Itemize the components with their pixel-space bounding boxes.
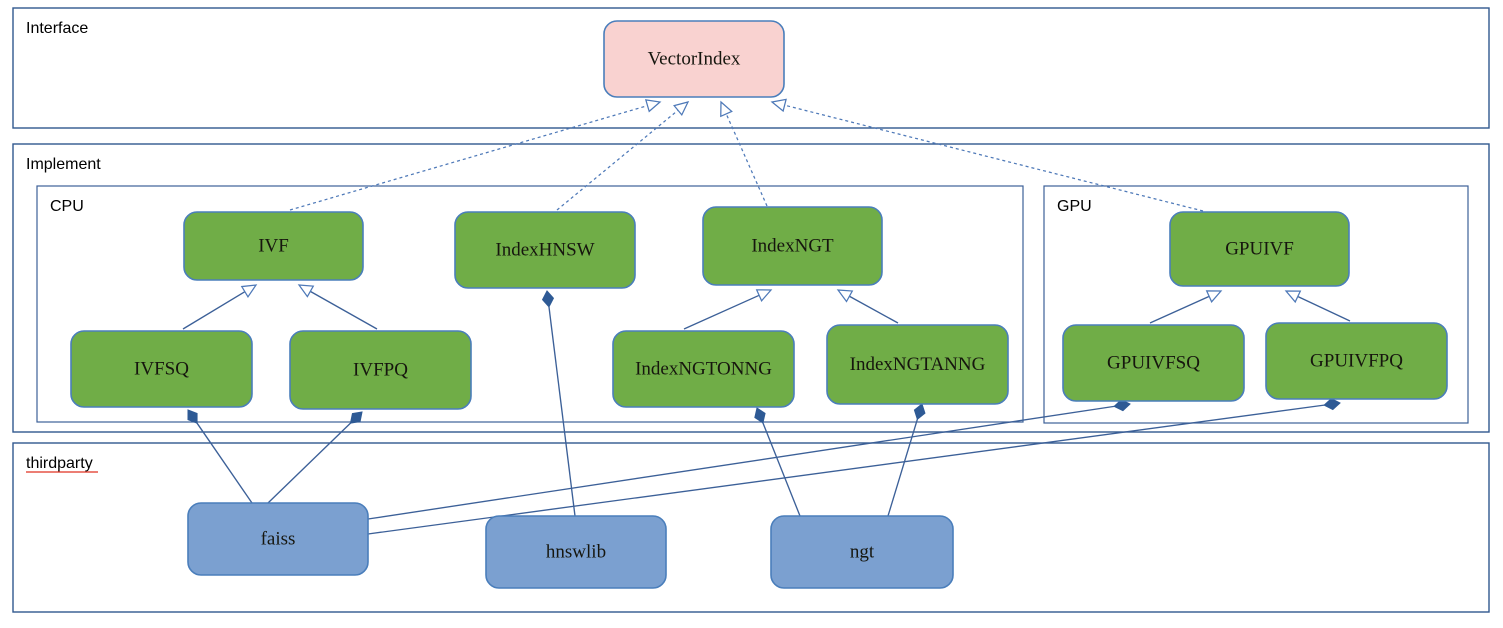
edge-indexhnsw-to-vectorindex — [556, 101, 690, 211]
composition-diamond — [541, 290, 555, 308]
node-box-indexngt[interactable] — [702, 206, 883, 286]
composition-diamond — [187, 409, 198, 424]
edge-faiss-to-gpuivfpq — [367, 398, 1341, 535]
edge-line-e-ivfsq-ivf — [182, 291, 246, 330]
edge-ivfpq-to-ivf — [297, 284, 378, 330]
node-label-hnswlib: hnswlib — [546, 541, 606, 562]
node-label-faiss: faiss — [261, 528, 296, 549]
node-vectorindex[interactable]: VectorIndex — [603, 20, 785, 98]
node-indexngtanng[interactable]: IndexNGTANNG — [826, 324, 1009, 405]
node-box-hnswlib[interactable] — [485, 515, 667, 589]
edge-hnswlib-to-indexhnsw — [541, 290, 576, 517]
node-ivf[interactable]: IVF — [183, 211, 364, 281]
node-box-ivfsq[interactable] — [70, 330, 253, 408]
inheritance-arrowhead — [770, 98, 787, 113]
edge-line-e-faiss-ivfsq — [196, 422, 253, 504]
node-label-ivfpq: IVFPQ — [353, 359, 408, 380]
edge-ivfsq-to-ivf — [182, 284, 258, 330]
inheritance-arrowhead — [1205, 290, 1223, 303]
edge-line-e-onng-ngt — [683, 294, 760, 330]
node-ngt[interactable]: ngt — [770, 515, 954, 589]
edges-layer — [182, 98, 1351, 535]
node-indexngt[interactable]: IndexNGT — [702, 206, 883, 286]
group-label-cpu: CPU — [50, 198, 84, 215]
edge-line-e-faiss-gsq — [367, 405, 1115, 520]
node-box-gpuivfsq[interactable] — [1062, 324, 1245, 402]
edge-gpuivfpq-to-gpuivf — [1284, 290, 1351, 322]
edge-gpuivf-to-vectorindex — [770, 98, 1204, 212]
edge-line-e-ngt-anng — [887, 419, 918, 517]
node-indexngtonng[interactable]: IndexNGTONNG — [612, 330, 795, 408]
inheritance-arrowhead — [720, 100, 733, 118]
edge-line-e-gsq-gpuivf — [1149, 295, 1210, 324]
edge-line-e-ivfpq-ivf — [309, 290, 378, 330]
node-label-gpuivfsq: GPUIVFSQ — [1107, 352, 1200, 373]
composition-diamond — [1323, 398, 1341, 411]
node-gpuivfsq[interactable]: GPUIVFSQ — [1062, 324, 1245, 402]
node-faiss[interactable]: faiss — [187, 502, 369, 576]
node-label-ivfsq: IVFSQ — [134, 358, 189, 379]
node-gpuivf[interactable]: GPUIVF — [1169, 211, 1350, 287]
edge-faiss-to-ivfsq — [187, 409, 253, 504]
node-box-gpuivfpq[interactable] — [1265, 322, 1448, 400]
node-label-indexngtanng: IndexNGTANNG — [850, 354, 986, 375]
edge-indexngtanng-to-indexngt — [836, 289, 899, 324]
node-box-gpuivf[interactable] — [1169, 211, 1350, 287]
inheritance-arrowhead — [755, 289, 773, 302]
edge-line-e-faiss-gpq — [367, 404, 1325, 535]
edge-ivf-to-vectorindex — [289, 99, 662, 211]
edge-line-e-hnsw-vi — [556, 109, 679, 211]
node-box-ivf[interactable] — [183, 211, 364, 281]
node-ivfpq[interactable]: IVFPQ — [289, 330, 472, 410]
node-indexhnsw[interactable]: IndexHNSW — [454, 211, 636, 289]
edge-ngt-to-indexngtanng — [887, 403, 926, 517]
inheritance-arrowhead — [240, 284, 258, 299]
edge-line-e-anng-ngt — [849, 295, 899, 324]
node-gpuivfpq[interactable]: GPUIVFPQ — [1265, 322, 1448, 400]
edge-ngt-to-indexngtonng — [754, 407, 801, 517]
group-label-implement: Implement — [26, 156, 101, 173]
node-label-gpuivfpq: GPUIVFPQ — [1310, 350, 1403, 371]
edge-line-e-faiss-ivfpq — [267, 422, 351, 504]
node-box-indexhnsw[interactable] — [454, 211, 636, 289]
edge-line-e-hnswlib-hnsw — [548, 306, 576, 517]
node-label-indexhnsw: IndexHNSW — [495, 239, 594, 260]
node-box-vectorindex[interactable] — [603, 20, 785, 98]
node-label-indexngt: IndexNGT — [751, 235, 834, 256]
node-label-ngt: ngt — [850, 541, 875, 562]
edge-indexngtonng-to-indexngt — [683, 289, 773, 330]
edge-line-e-ivf-vi — [289, 105, 648, 211]
node-label-indexngtonng: IndexNGTONNG — [635, 358, 772, 379]
composition-diamond — [349, 411, 363, 424]
group-label-gpu: GPU — [1057, 198, 1092, 215]
node-hnswlib[interactable]: hnswlib — [485, 515, 667, 589]
inheritance-arrowhead — [673, 101, 690, 117]
edge-gpuivfsq-to-gpuivf — [1149, 290, 1223, 324]
node-label-ivf: IVF — [258, 235, 289, 256]
node-label-gpuivf: GPUIVF — [1225, 238, 1294, 259]
edge-indexngt-to-vectorindex — [720, 100, 768, 207]
node-box-indexngtanng[interactable] — [826, 324, 1009, 405]
edge-line-e-ngt-vi — [725, 113, 768, 207]
edge-line-e-ngt-onng — [762, 422, 801, 517]
group-label-interface: Interface — [26, 20, 88, 37]
edge-faiss-to-ivfpq — [267, 411, 363, 504]
inheritance-arrowhead — [836, 289, 854, 303]
inheritance-arrowhead — [644, 99, 662, 113]
node-box-indexngtonng[interactable] — [612, 330, 795, 408]
node-box-ivfpq[interactable] — [289, 330, 472, 410]
inheritance-arrowhead — [297, 284, 315, 298]
group-label-thirdparty: thirdparty — [26, 455, 93, 472]
composition-diamond — [913, 403, 926, 421]
node-ivfsq[interactable]: IVFSQ — [70, 330, 253, 408]
composition-diamond — [754, 407, 766, 424]
inheritance-arrowhead — [1284, 290, 1302, 304]
node-box-faiss[interactable] — [187, 502, 369, 576]
node-box-ngt[interactable] — [770, 515, 954, 589]
node-label-vectorindex: VectorIndex — [648, 48, 741, 69]
edge-line-e-gpq-gpuivf — [1297, 295, 1351, 322]
